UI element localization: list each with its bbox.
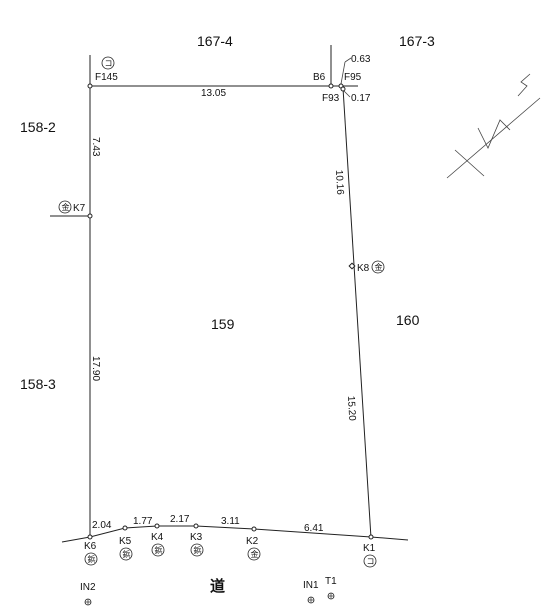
- point-label-k7: K7: [73, 203, 86, 214]
- marker-k2-circle: [247, 547, 261, 561]
- point-k4: [154, 523, 160, 529]
- point-label-k2: K2: [246, 536, 259, 547]
- point-label-f145: F145: [95, 72, 118, 83]
- point-label-b6: B6: [313, 72, 326, 83]
- dimension-bottom-2: 1.77: [133, 516, 153, 527]
- dimension-right-upper: 10.16: [333, 170, 345, 196]
- point-label-f95: F95: [344, 72, 362, 83]
- point-f93: [340, 86, 346, 92]
- point-k1: [368, 534, 374, 540]
- point-k6: [87, 534, 93, 540]
- dimension-bottom-1: 2.04: [92, 520, 112, 531]
- point-label-k3: K3: [190, 532, 203, 543]
- lot-label-158-3: 158-3: [20, 376, 56, 392]
- leader-offset-a: [340, 61, 346, 85]
- dimension-left-upper: 7.43: [90, 137, 101, 157]
- point-k7: [87, 213, 93, 219]
- point-k8: [348, 262, 356, 270]
- point-label-k5: K5: [119, 536, 132, 547]
- road-label: 道: [210, 577, 225, 595]
- point-label-f93: F93: [322, 93, 340, 104]
- dimension-bottom-3: 2.17: [170, 514, 190, 525]
- marker-k2: 金: [251, 549, 259, 559]
- point-label-in2: IN2: [80, 582, 96, 593]
- marker-k4: 鋲: [155, 545, 163, 555]
- dimension-bottom-5: 6.41: [304, 523, 324, 534]
- lot-label-159: 159: [211, 316, 235, 332]
- marker-k3: 鋲: [194, 545, 202, 555]
- point-label-in1: IN1: [303, 580, 319, 591]
- marker-f145-circle: [101, 56, 115, 70]
- point-label-k6: K6: [84, 541, 97, 552]
- marker-k5-circle: [119, 547, 133, 561]
- marker-k1: コ: [367, 557, 375, 566]
- dimension-top: 13.05: [201, 88, 226, 99]
- marker-f145: コ: [105, 59, 113, 68]
- dimension-offset-a: 0.63: [351, 54, 371, 65]
- marker-k6: 鋲: [88, 554, 96, 564]
- lot-label-160: 160: [396, 312, 420, 328]
- boundary-right: [342, 87, 372, 539]
- point-label-t1: T1: [325, 576, 337, 587]
- marker-k7-circle: [58, 200, 72, 214]
- boundary-road: [61, 525, 409, 543]
- marker-k5: 鋲: [123, 549, 131, 559]
- marker-k8-circle: [371, 260, 385, 274]
- point-label-k1: K1: [363, 543, 376, 554]
- point-k5: [122, 525, 128, 531]
- point-k3: [193, 523, 199, 529]
- dimension-left-lower: 17.90: [90, 356, 101, 381]
- dimension-offset-b: 0.17: [351, 93, 371, 104]
- marker-k7: 金: [62, 202, 70, 212]
- lot-label-167-3: 167-3: [399, 33, 435, 49]
- marker-k1-circle: [363, 554, 377, 568]
- point-f145: [87, 83, 93, 89]
- lot-label-167-4: 167-4: [197, 33, 233, 49]
- lot-label-158-2: 158-2: [20, 119, 56, 135]
- leader-offset-a-tail: [344, 57, 352, 63]
- marker-k8: 金: [375, 262, 383, 272]
- marker-k3-circle: [190, 543, 204, 557]
- north-arrow-icon: [446, 73, 541, 179]
- point-k2: [251, 526, 257, 532]
- dimension-bottom-4: 3.11: [221, 516, 240, 527]
- point-label-k4: K4: [151, 532, 164, 543]
- marker-k4-circle: [151, 543, 165, 557]
- dimension-right-lower: 15.20: [345, 396, 357, 422]
- point-b6: [328, 83, 334, 89]
- point-label-k8: K8: [357, 263, 370, 274]
- marker-k6-circle: [84, 552, 98, 566]
